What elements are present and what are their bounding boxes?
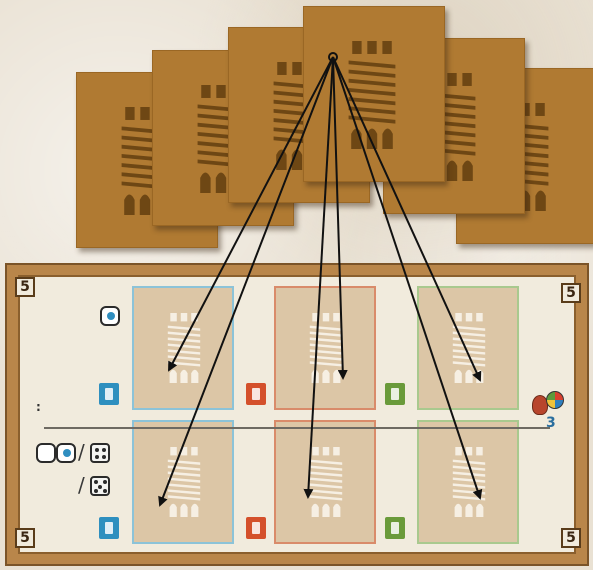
row-divider (44, 427, 550, 429)
green-building-tile-bottom (385, 517, 405, 539)
building-glyph-icon (391, 388, 399, 400)
row-divider-marks: : (36, 400, 41, 414)
blank-token-icon (36, 443, 56, 463)
slash-separator-1: / (78, 440, 85, 464)
building-glyph-icon (105, 388, 113, 400)
blue-building-tile-top (99, 383, 119, 405)
building-glyph-icon (105, 522, 113, 534)
corner-number-bottom-right: 5 (561, 528, 581, 548)
slot-bottom-green[interactable] (417, 420, 519, 544)
die-four-icon (90, 443, 110, 463)
slot-top-green[interactable] (417, 286, 519, 410)
slot-bottom-blue[interactable] (132, 420, 234, 544)
corner-number-bottom-left: 5 (15, 528, 35, 548)
building-glyph-icon (252, 388, 260, 400)
slot-bottom-red[interactable] (274, 420, 376, 544)
corner-number-top-right: 5 (561, 283, 581, 303)
player-board: : / / 3 (5, 263, 589, 566)
die-five-icon (90, 476, 110, 496)
building-glyph-icon (391, 522, 399, 534)
slot-top-blue[interactable] (132, 286, 234, 410)
worker-token-icon-2 (56, 443, 76, 463)
tower-outline-icon (451, 447, 487, 517)
bonus-badge-value: 3 (546, 415, 556, 431)
red-building-tile-top (246, 383, 266, 405)
board-surface: : / / 3 (18, 275, 576, 554)
slot-top-red[interactable] (274, 286, 376, 410)
green-building-tile-top (385, 383, 405, 405)
blue-building-tile-bottom (99, 517, 119, 539)
tower-emblem-icon (346, 41, 398, 149)
slash-separator-2: / (78, 473, 85, 497)
tower-outline-icon (166, 313, 202, 383)
worker-token-icon (100, 306, 120, 326)
tower-outline-icon (166, 447, 202, 517)
building-glyph-icon (252, 522, 260, 534)
corner-number-top-left: 5 (15, 277, 35, 297)
tower-card-4[interactable] (303, 6, 445, 182)
tower-outline-icon (308, 447, 344, 517)
tower-outline-icon (308, 313, 344, 383)
red-building-tile-bottom (246, 517, 266, 539)
tower-outline-icon (451, 313, 487, 383)
